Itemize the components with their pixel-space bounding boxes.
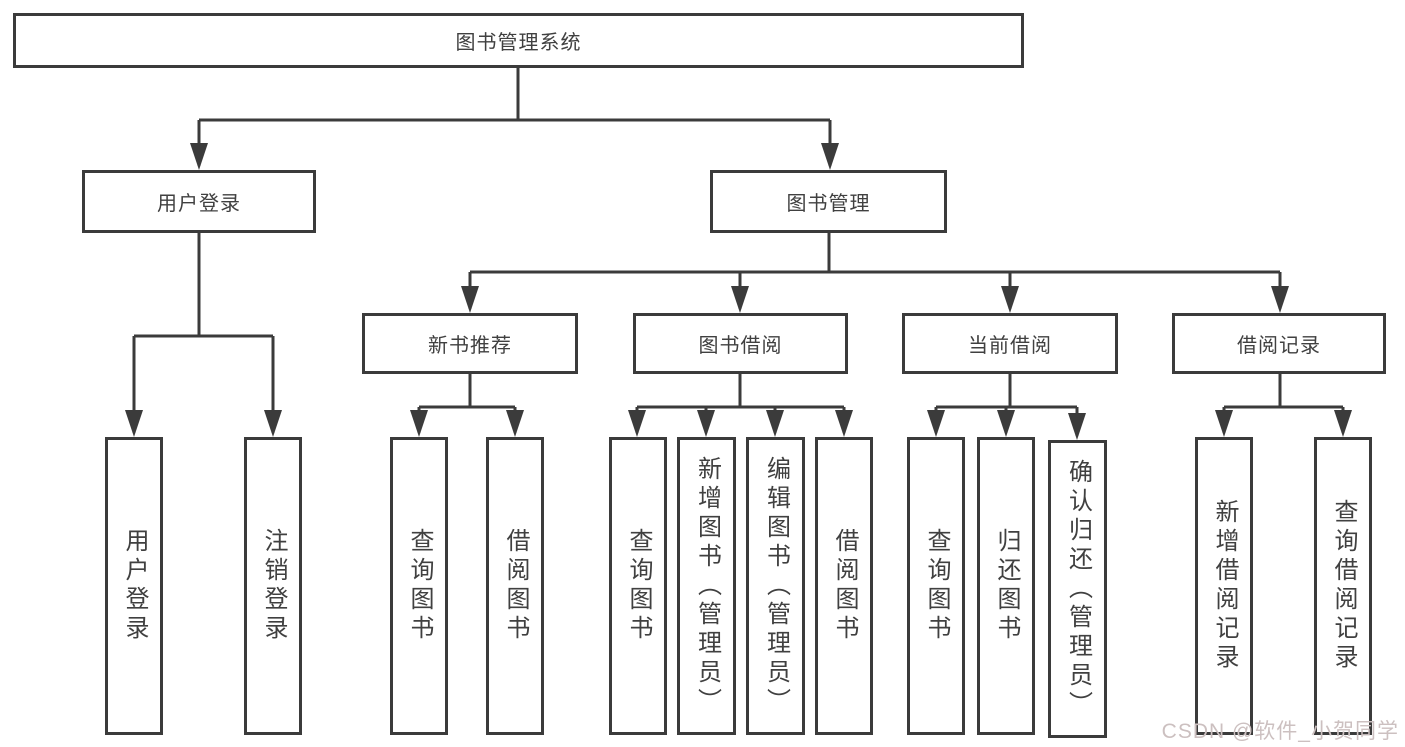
node-label: 图书管理系统: [455, 32, 582, 54]
node-label: 查询借阅记录: [1330, 499, 1357, 673]
node-label: 注销登录: [260, 528, 287, 644]
node-label: 借阅记录: [1237, 335, 1321, 357]
leaf-edit-books-admin: 编辑图书（管理员）: [746, 437, 805, 735]
leaf-add-books-admin: 新增图书（管理员）: [677, 437, 736, 735]
node-label: 查询图书: [406, 528, 433, 644]
node-library-management-system: 图书管理系统: [13, 13, 1024, 68]
leaf-logout-login: 注销登录: [244, 437, 302, 735]
node-label: 新书推荐: [428, 335, 512, 357]
leaf-confirm-return-admin: 确认归还（管理员）: [1048, 440, 1107, 738]
node-label: 编辑图书（管理员）: [762, 455, 790, 717]
arrowheads: [125, 143, 1352, 440]
node-label: 查询图书: [923, 528, 950, 644]
leaf-return-books: 归还图书: [977, 437, 1035, 735]
node-label: 借阅图书: [831, 528, 858, 644]
node-label: 归还图书: [993, 528, 1020, 644]
node-label: 借阅图书: [502, 528, 529, 644]
leaf-query-books-recommendation: 查询图书: [390, 437, 448, 735]
node-label: 确认归还（管理员）: [1064, 458, 1092, 720]
leaf-query-books-borrowing: 查询图书: [609, 437, 667, 735]
node-label: 当前借阅: [968, 335, 1052, 357]
leaf-borrow-books-recommendation: 借阅图书: [486, 437, 544, 735]
node-borrowing-records: 借阅记录: [1172, 313, 1386, 374]
leaf-query-borrowing-record: 查询借阅记录: [1314, 437, 1372, 735]
leaf-add-borrowing-record: 新增借阅记录: [1195, 437, 1253, 735]
node-label: 图书管理: [786, 193, 871, 215]
leaf-user-login: 用户登录: [105, 437, 163, 735]
node-current-borrowing: 当前借阅: [902, 313, 1118, 374]
node-label: 查询图书: [625, 528, 652, 644]
node-book-management: 图书管理: [710, 170, 947, 233]
node-new-book-recommendation: 新书推荐: [362, 313, 578, 374]
node-book-borrowing: 图书借阅: [633, 313, 848, 374]
node-label: 新增图书（管理员）: [693, 455, 721, 717]
leaf-query-books-current: 查询图书: [907, 437, 965, 735]
node-label: 用户登录: [157, 193, 241, 215]
leaf-borrow-books-borrowing: 借阅图书: [815, 437, 873, 735]
node-label: 用户登录: [121, 528, 148, 644]
node-label: 图书借阅: [698, 335, 783, 357]
node-label: 新增借阅记录: [1211, 499, 1238, 673]
node-user-login-branch: 用户登录: [82, 170, 316, 233]
